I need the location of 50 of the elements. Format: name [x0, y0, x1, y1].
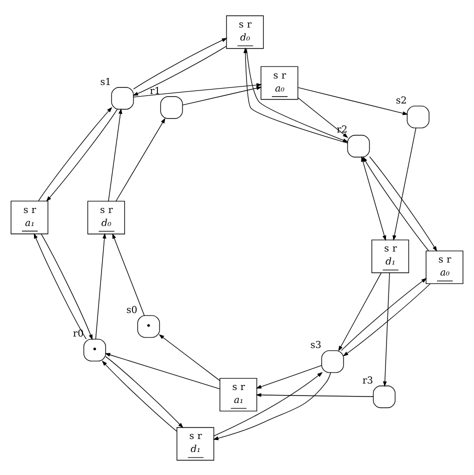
arrow	[182, 86, 262, 105]
node-box	[372, 385, 396, 408]
arrow	[369, 156, 438, 252]
arrow	[116, 117, 166, 201]
node-label: r3	[362, 374, 374, 386]
node-box	[406, 105, 430, 128]
node-box	[111, 86, 134, 110]
node-label: s0	[126, 304, 138, 316]
node-label: s2	[396, 94, 407, 106]
arrow	[40, 233, 93, 340]
arrow	[38, 106, 112, 201]
arrow	[298, 96, 348, 138]
arrow	[34, 232, 87, 339]
arrow	[362, 156, 430, 251]
node-label: r2	[336, 124, 348, 136]
arrow	[112, 232, 145, 316]
arrow	[341, 277, 427, 350]
arrow	[104, 352, 220, 389]
node-box	[347, 134, 370, 157]
node-box	[321, 350, 344, 372]
node-box: s r d₀	[226, 14, 264, 48]
arrow	[105, 356, 184, 428]
node-box: s r d₁	[176, 426, 214, 460]
arrow	[342, 282, 431, 356]
arrow	[256, 392, 374, 396]
arrow	[95, 232, 106, 339]
arrow	[102, 360, 178, 432]
node-label: s3	[310, 340, 322, 351]
arrow	[132, 45, 227, 96]
arrow	[338, 272, 382, 351]
node-label: r0	[73, 328, 84, 340]
arrow	[46, 108, 118, 202]
node-box: s r a₀	[426, 250, 464, 284]
arrow	[158, 334, 220, 380]
arrow	[298, 86, 408, 115]
node-box: s r a₁	[10, 200, 48, 234]
arrow	[108, 108, 122, 201]
node-label: s1	[100, 76, 112, 88]
arrow	[392, 127, 416, 240]
node-box	[160, 96, 183, 118]
arrow	[133, 37, 228, 89]
arrow	[382, 272, 390, 386]
node-label: r1	[150, 86, 160, 97]
node-box: s r d₁	[371, 239, 410, 273]
node-box: s r a₁	[220, 377, 258, 411]
arrow	[133, 82, 262, 97]
arrow	[256, 364, 322, 388]
arrow	[361, 156, 386, 240]
node-box: s r a₀	[260, 66, 298, 100]
node-box: s r d₀	[87, 200, 125, 234]
